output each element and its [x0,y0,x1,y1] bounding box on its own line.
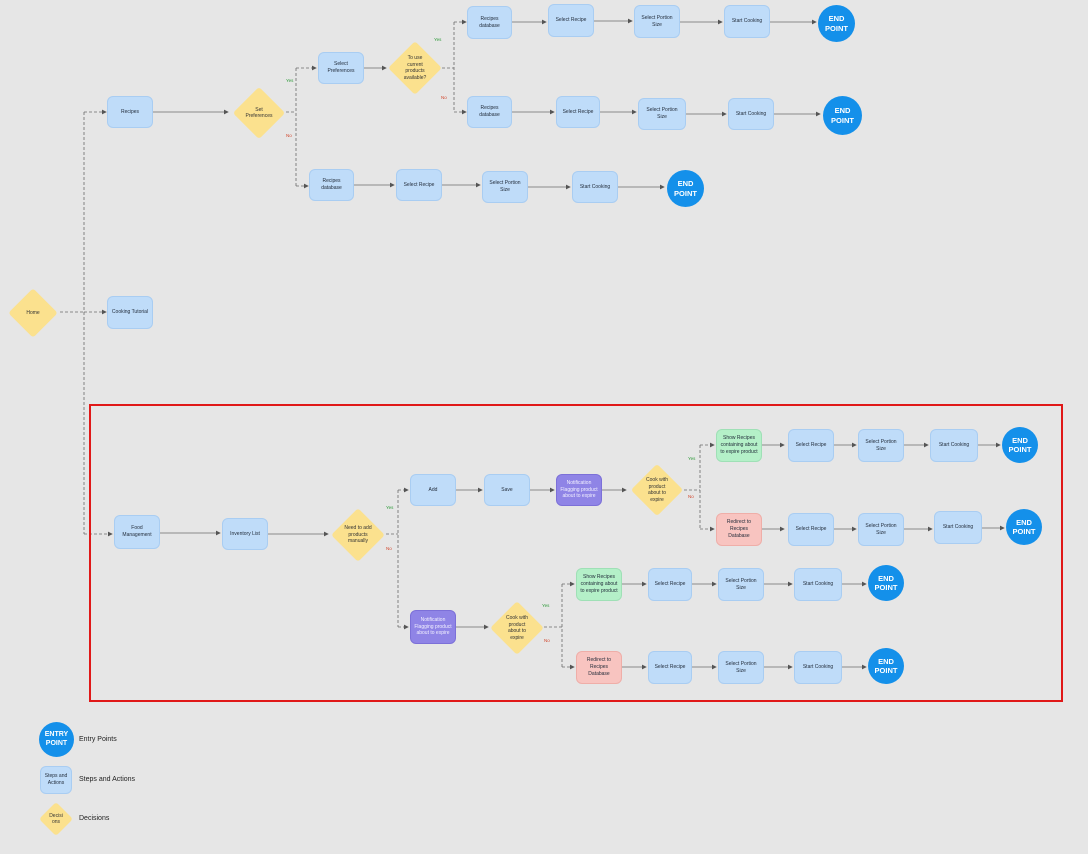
set-preferences-label: Set Preferences [245,106,273,120]
select-recipe-step[interactable]: Select Recipe [648,651,692,684]
select-portion-size-step[interactable]: Select Portion Size [634,5,680,38]
select-portion-size-step[interactable]: Select Portion Size [858,429,904,462]
use-current-products-decision[interactable]: To use current products available? [388,40,442,96]
no-label: No [386,546,392,551]
need-to-add-label: Need to add products manually [344,525,372,545]
redirect-step[interactable]: Redirect to Recipes Database [716,513,762,546]
legend-steps-icon: Steps and Actions [40,766,72,794]
select-portion-size-step[interactable]: Select Portion Size [718,568,764,601]
no-label: No [286,133,292,138]
yes-label: Yes [434,37,442,42]
end-point: END POINT [818,5,855,42]
start-cooking-step[interactable]: Start Cooking [934,511,982,544]
start-cooking-step[interactable]: Start Cooking [728,98,774,130]
show-recipes-step[interactable]: Show Recipes containing about to expire … [576,568,622,601]
food-management-step[interactable]: Food Management [114,515,160,549]
set-preferences-decision[interactable]: Set Preferences [232,86,286,140]
use-current-label: To use current products available? [403,55,427,81]
yes-label: Yes [542,603,550,608]
notification-step[interactable]: Notification Flagging product about to e… [556,474,602,506]
need-to-add-decision[interactable]: Need to add products manually [330,507,386,563]
home-label: Home [26,309,40,316]
start-cooking-step[interactable]: Start Cooking [794,651,842,684]
inventory-list-step[interactable]: Inventory List [222,518,268,550]
legend-decision-icon: Decisi ons [38,801,74,837]
yes-label: Yes [286,78,294,83]
legend-decisions-label: Decisions [79,815,110,822]
show-recipes-step[interactable]: Show Recipes containing about to expire … [716,429,762,462]
home-decision[interactable]: Home [6,288,60,338]
end-point: END POINT [823,96,862,135]
cooking-tutorial-step[interactable]: Cooking Tutorial [107,296,153,329]
select-recipe-step[interactable]: Select Recipe [648,568,692,601]
no-label: No [544,638,550,643]
recipes-database-step[interactable]: Recipes database [309,169,354,201]
end-point: END POINT [868,565,904,601]
legend-steps-label: Steps and Actions [79,776,136,783]
select-portion-size-step[interactable]: Select Portion Size [638,98,686,130]
start-cooking-step[interactable]: Start Cooking [572,171,618,203]
cook-with-expiring-label: Cook with product about to expire [646,477,668,503]
select-recipe-step[interactable]: Select Recipe [556,96,600,128]
recipes-database-step[interactable]: Recipes database [467,96,512,128]
end-point: END POINT [667,170,704,207]
select-recipe-step[interactable]: Select Recipe [548,4,594,37]
legend-entry-points-label: Entry Points [79,736,117,743]
select-recipe-step[interactable]: Select Recipe [396,169,442,201]
end-point: END POINT [1006,509,1042,545]
yes-label: Yes [688,456,696,461]
yes-label: Yes [386,505,394,510]
no-label: No [441,95,447,100]
legend-decision-icon-label: Decisi ons [49,812,63,826]
select-portion-size-step[interactable]: Select Portion Size [858,513,904,546]
start-cooking-step[interactable]: Start Cooking [930,429,978,462]
select-portion-size-step[interactable]: Select Portion Size [718,651,764,684]
redirect-step[interactable]: Redirect to Recipes Database [576,651,622,684]
food-management-highlight [89,404,1063,702]
cook-with-expiring-decision[interactable]: Cook with product about to expire [490,600,544,656]
start-cooking-step[interactable]: Start Cooking [724,5,770,38]
legend-entry-point-icon: ENTRY POINT [39,722,74,757]
add-step[interactable]: Add [410,474,456,506]
save-step[interactable]: Save [484,474,530,506]
select-recipe-step[interactable]: Select Recipe [788,513,834,546]
recipes-database-step[interactable]: Recipes database [467,6,512,39]
cook-with-expiring-label: Cook with product about to expire [506,615,528,641]
select-preferences-step[interactable]: Select Preferences [318,52,364,84]
recipes-step[interactable]: Recipes [107,96,153,128]
start-cooking-step[interactable]: Start Cooking [794,568,842,601]
cook-with-expiring-decision[interactable]: Cook with product about to expire [630,463,684,517]
end-point: END POINT [1002,427,1038,463]
select-recipe-step[interactable]: Select Recipe [788,429,834,462]
select-portion-size-step[interactable]: Select Portion Size [482,171,528,203]
notification-step[interactable]: Notification Flagging product about to e… [410,610,456,644]
no-label: No [688,494,694,499]
end-point: END POINT [868,648,904,684]
